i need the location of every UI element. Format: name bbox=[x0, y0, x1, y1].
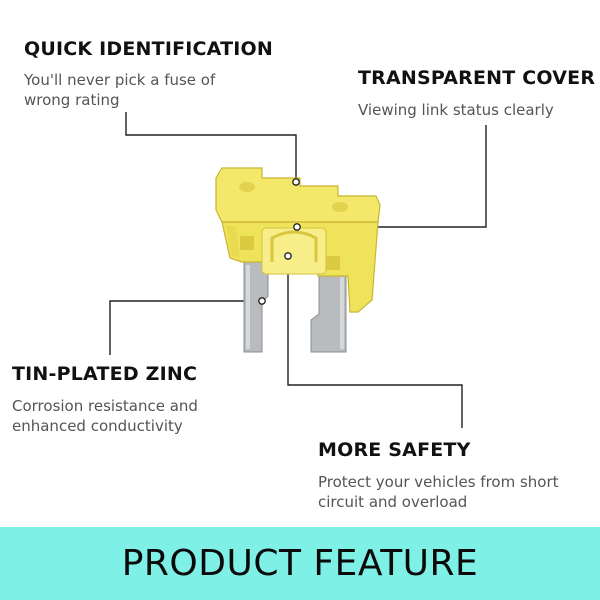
leader-tin-plated-zinc bbox=[109, 300, 262, 355]
tin-plated-zinc-title: TIN-PLATED ZINC bbox=[12, 363, 198, 385]
dot-quick-identification bbox=[292, 178, 300, 186]
more-safety-description: Protect your vehicles from short circuit… bbox=[318, 472, 559, 512]
tin-plated-zinc-line2: enhanced conductivity bbox=[12, 417, 183, 435]
feature-tin-plated-zinc: TIN-PLATED ZINC Corrosion resistance and… bbox=[12, 363, 198, 436]
leader-more-safety bbox=[287, 256, 463, 428]
transparent-cover-description: Viewing link status clearly bbox=[358, 100, 595, 120]
transparent-cover-line1: Viewing link status clearly bbox=[358, 101, 554, 119]
callout-dots bbox=[258, 178, 301, 305]
dot-tin-plated-zinc bbox=[258, 297, 266, 305]
quick-identification-line2: wrong rating bbox=[24, 91, 120, 109]
banner-title: PRODUCT FEATURE bbox=[121, 543, 479, 584]
quick-identification-line1: You'll never pick a fuse of bbox=[24, 71, 216, 89]
quick-identification-description: You'll never pick a fuse of wrong rating bbox=[24, 70, 273, 110]
fuse-diagram bbox=[109, 112, 487, 428]
feature-more-safety: MORE SAFETY Protect your vehicles from s… bbox=[318, 439, 559, 512]
leader-quick-identification bbox=[125, 112, 297, 181]
more-safety-line2: circuit and overload bbox=[318, 493, 468, 511]
more-safety-line1: Protect your vehicles from short bbox=[318, 473, 559, 491]
feature-transparent-cover: TRANSPARENT COVER Viewing link status cl… bbox=[358, 67, 595, 120]
fuse-element bbox=[270, 230, 318, 262]
product-feature-banner: PRODUCT FEATURE bbox=[0, 527, 600, 600]
quick-identification-title: QUICK IDENTIFICATION bbox=[24, 38, 273, 60]
left-pocket bbox=[240, 236, 254, 250]
left-contact-hole bbox=[239, 182, 255, 192]
feature-quick-identification: QUICK IDENTIFICATION You'll never pick a… bbox=[24, 38, 273, 110]
transparent-cover-title: TRANSPARENT COVER bbox=[358, 67, 596, 89]
tin-plated-zinc-description: Corrosion resistance and enhanced conduc… bbox=[12, 396, 198, 436]
right-pocket bbox=[326, 256, 340, 270]
more-safety-title: MORE SAFETY bbox=[318, 439, 471, 461]
fuse-head bbox=[215, 167, 381, 223]
housing-shading bbox=[226, 226, 240, 258]
fuse-housing bbox=[221, 221, 379, 313]
tin-plated-zinc-line1: Corrosion resistance and bbox=[12, 397, 198, 415]
fuse-body bbox=[215, 167, 381, 313]
dot-transparent-cover bbox=[293, 223, 301, 231]
dot-more-safety bbox=[284, 252, 292, 260]
fuse-terminals bbox=[243, 261, 347, 353]
right-terminal-highlight bbox=[340, 277, 344, 349]
right-contact-hole bbox=[332, 202, 348, 212]
left-terminal-highlight bbox=[246, 265, 250, 349]
